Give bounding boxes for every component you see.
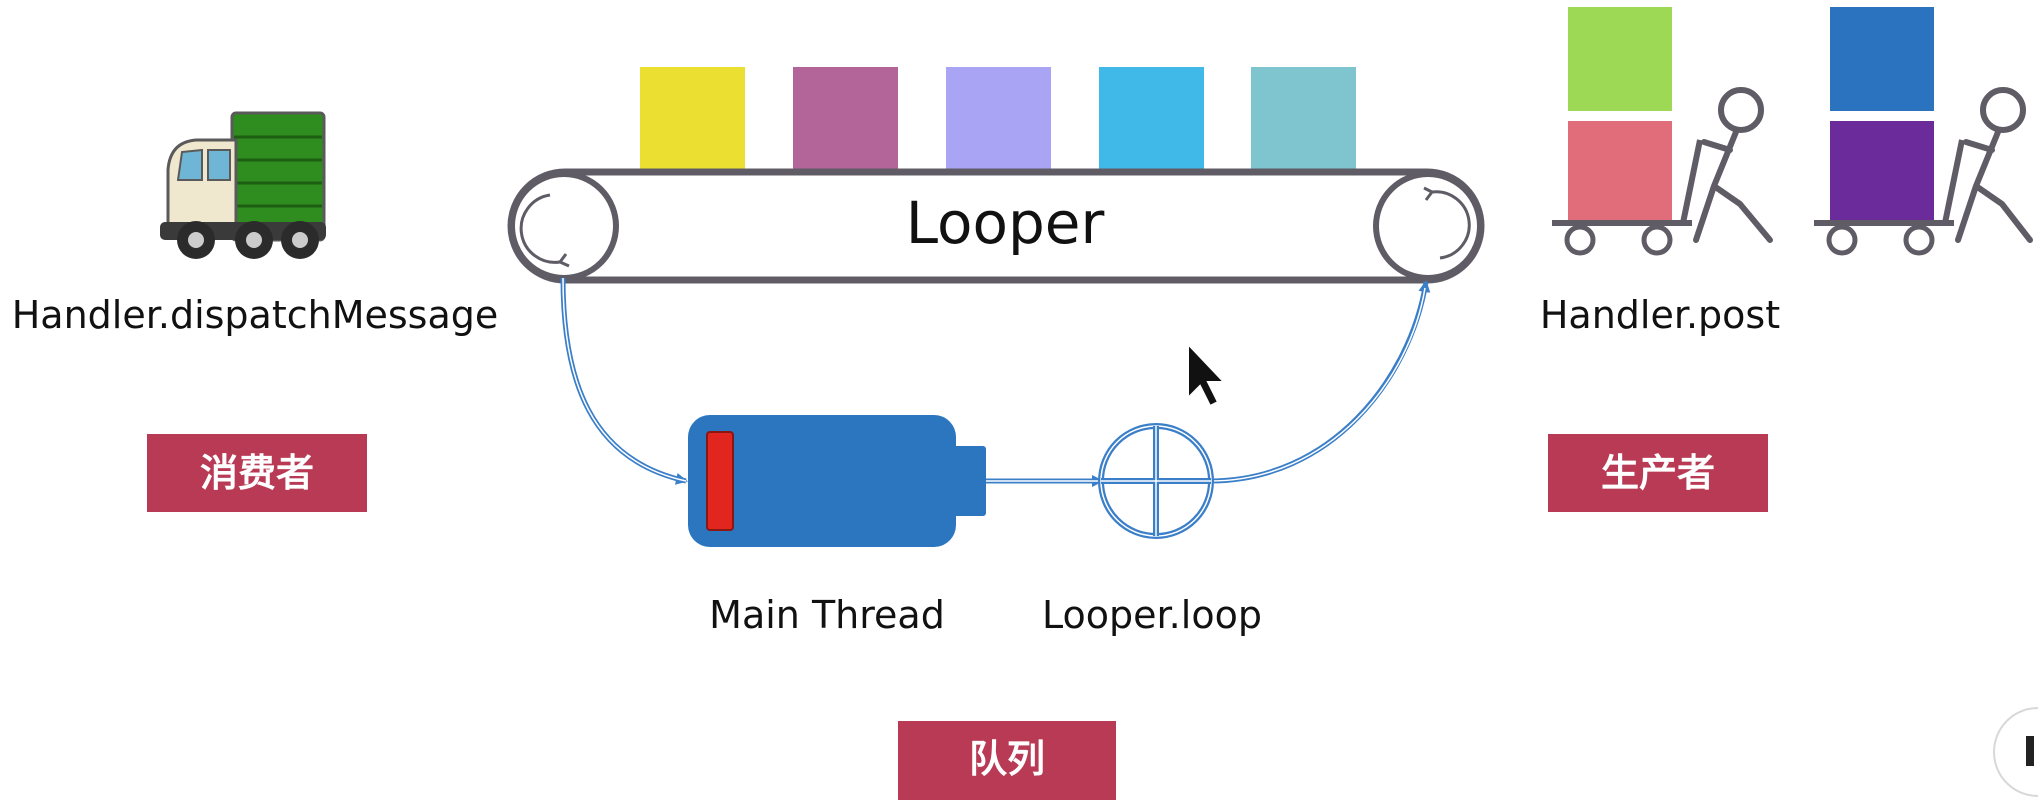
loop-crosshair-icon	[1098, 423, 1214, 539]
loop-to-belt-arrow	[1209, 280, 1431, 484]
loop-label: Looper.loop	[1042, 593, 1262, 637]
message-box-2	[793, 67, 898, 170]
message-box-5	[1251, 67, 1356, 170]
worker-cart-icon	[1552, 7, 1773, 256]
belt-to-thread-arrow	[560, 277, 688, 485]
message-box-4	[1099, 67, 1204, 170]
mouse-cursor-icon	[1187, 341, 1227, 408]
consumer-label: Handler.dispatchMessage	[12, 293, 499, 337]
message-box-3	[946, 67, 1051, 170]
flow-arrows	[560, 277, 1431, 487]
worker-cart-icon-2	[1814, 7, 2033, 256]
queue-tag-label: 队列	[969, 737, 1045, 781]
queue-tag: 队列	[898, 721, 1116, 800]
play-control-button[interactable]	[1993, 707, 2038, 797]
right-roller-rotate-icon	[1431, 190, 1471, 260]
message-box-1	[640, 67, 745, 170]
looper-belt: Looper	[507, 168, 1485, 284]
truck-icon	[160, 111, 326, 259]
consumer-tag: 消费者	[147, 434, 367, 512]
consumer-tag-label: 消费者	[200, 451, 314, 495]
battery-icon	[688, 415, 986, 547]
thread-label: Main Thread	[709, 593, 945, 637]
message-queue	[640, 67, 1356, 170]
producer-label: Handler.post	[1540, 293, 1780, 337]
belt-label: Looper	[906, 189, 1105, 257]
producer-tag: 生产者	[1548, 434, 1768, 512]
producer-tag-label: 生产者	[1601, 451, 1715, 495]
left-roller-rotate-icon	[519, 193, 561, 264]
